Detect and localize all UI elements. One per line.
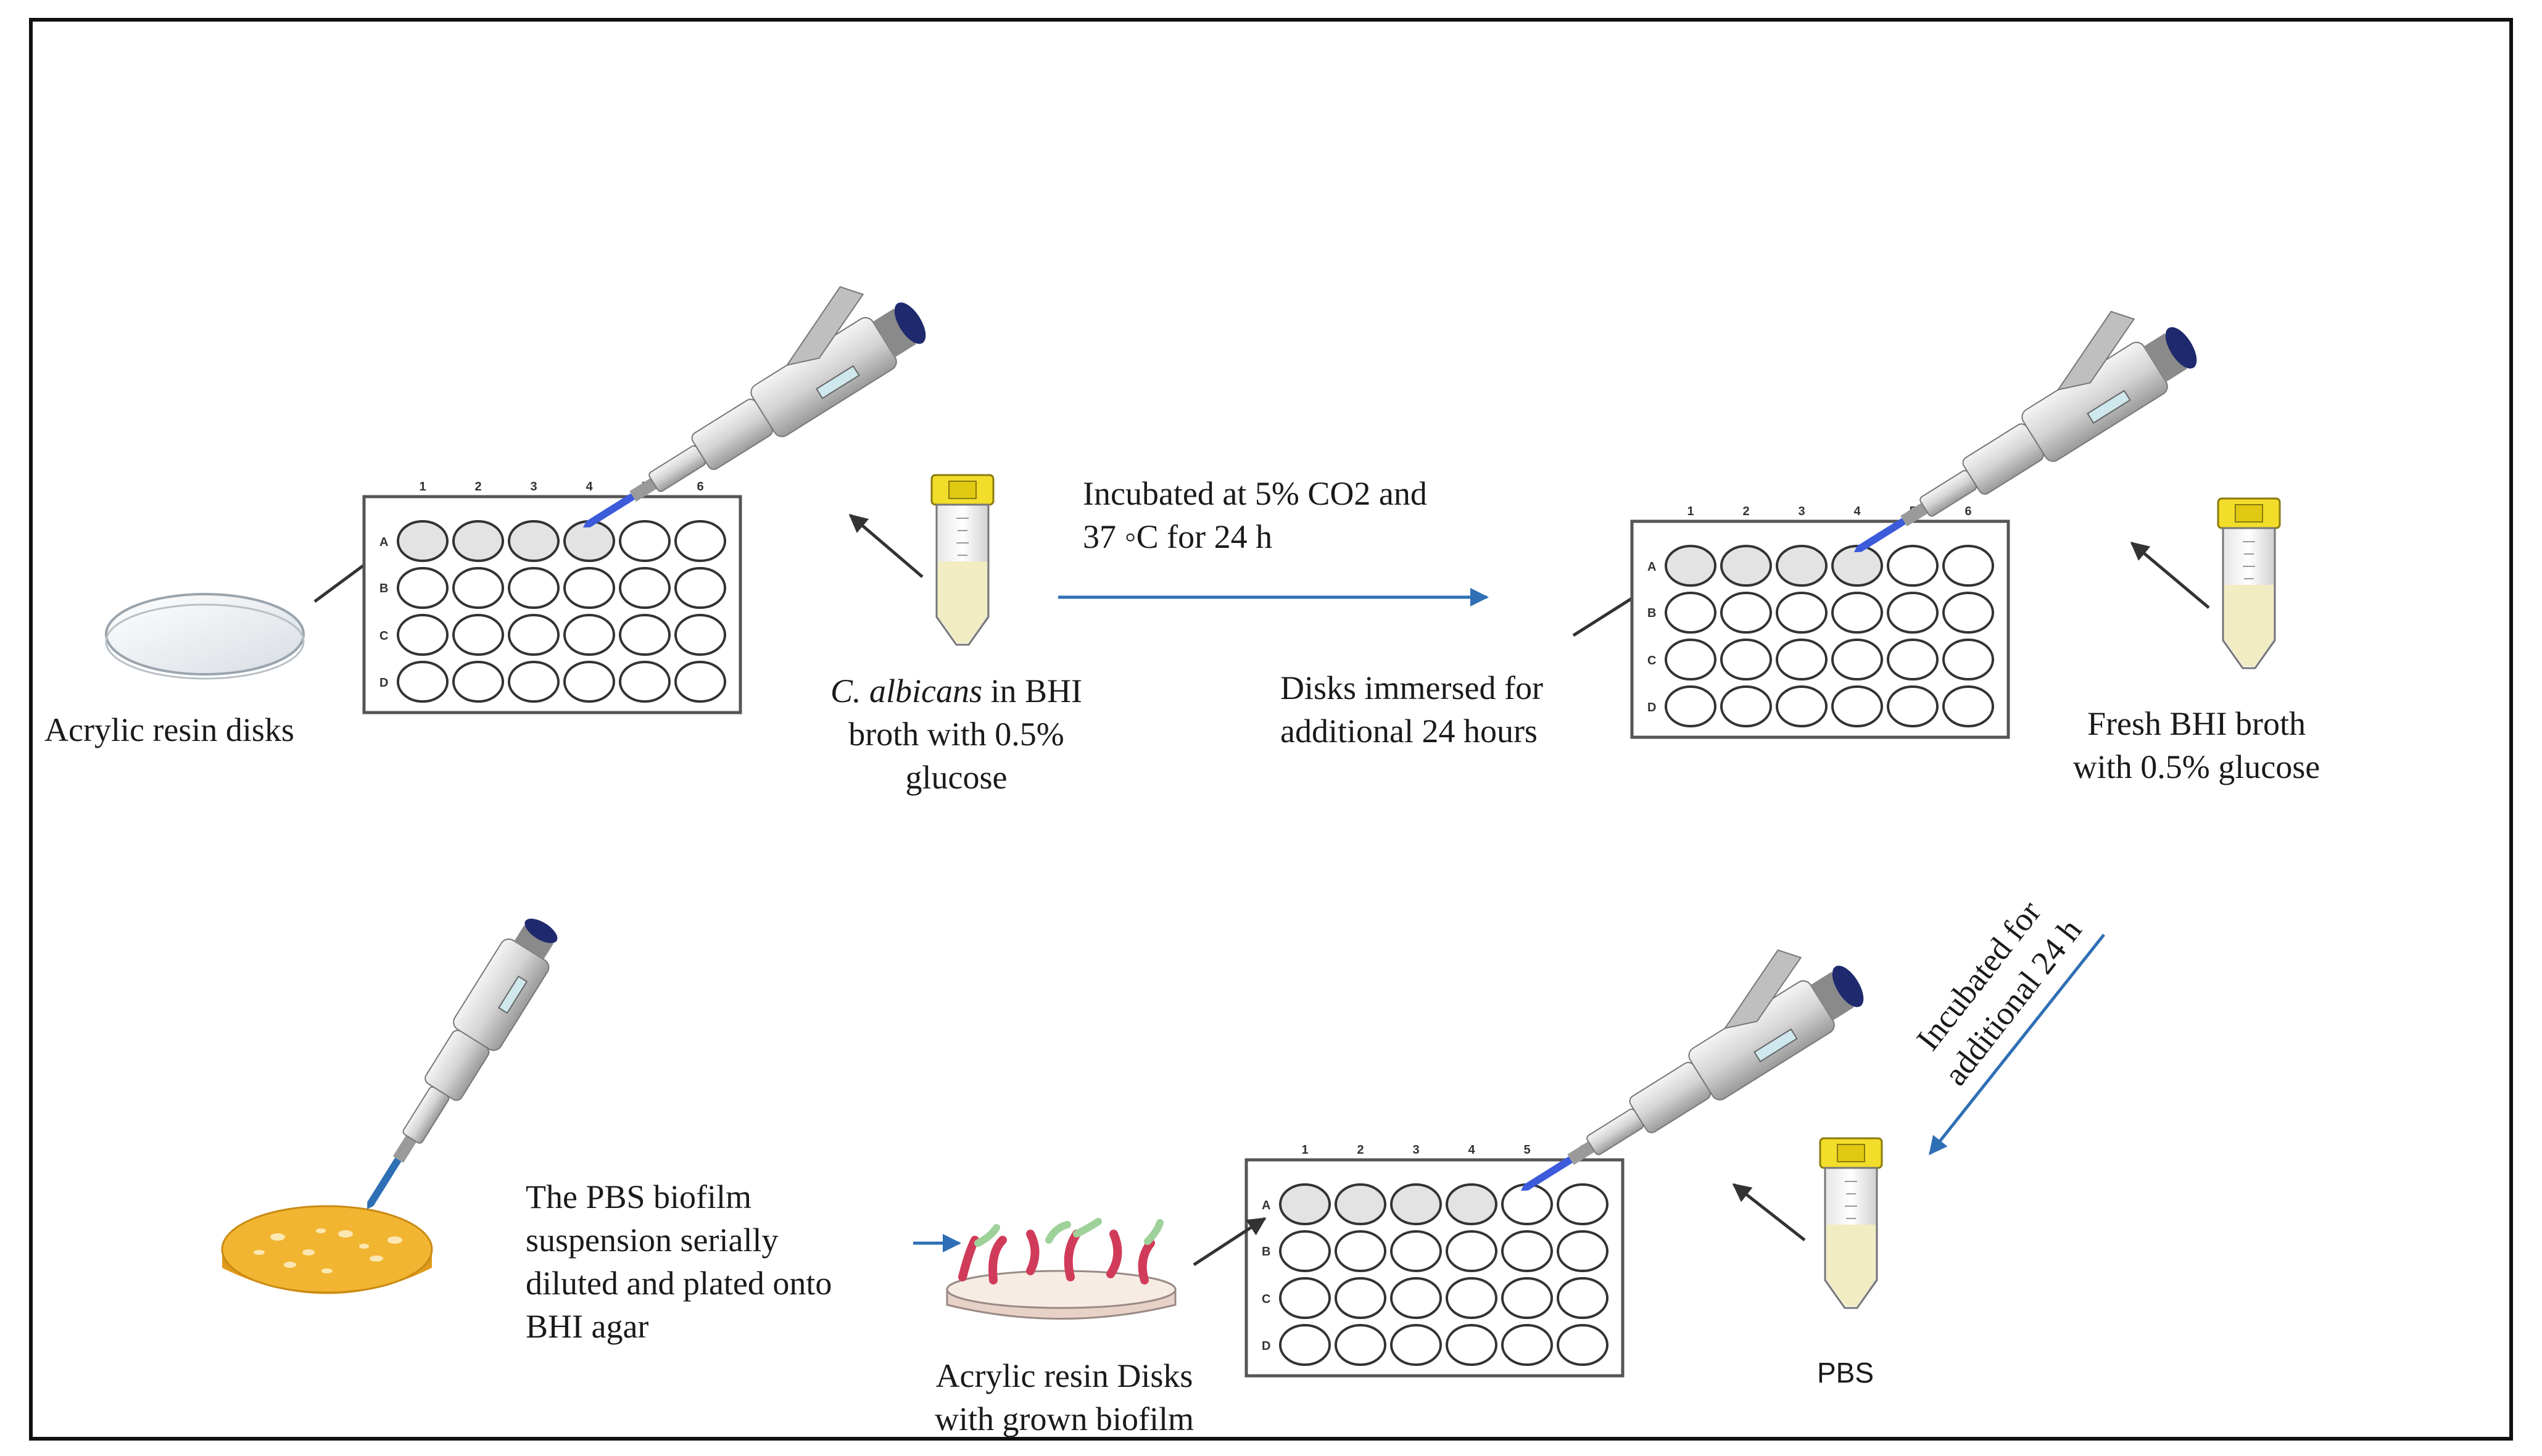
pbs-tube bbox=[1819, 1137, 1883, 1309]
arrow-tube1-to-plate bbox=[848, 514, 924, 578]
label-plating-line3: diluted and plated onto bbox=[526, 1265, 832, 1302]
well-plate-2 bbox=[1632, 505, 2008, 737]
well-plate-1 bbox=[364, 480, 740, 713]
acrylic-resin-disk bbox=[105, 593, 305, 680]
label-incubation-1-line1: Incubated at 5% CO2 and bbox=[1083, 475, 1427, 512]
label-pbs: PBS bbox=[1817, 1357, 1874, 1389]
label-plating: The PBS biofilm suspension serially dilu… bbox=[526, 1175, 832, 1348]
label-biofilm-disks-line2: with grown biofilm bbox=[935, 1400, 1194, 1437]
label-incubation-1-line2: 37 ◦C for 24 h bbox=[1083, 518, 1273, 555]
arrow-biofilm-to-plate bbox=[1193, 1217, 1267, 1267]
label-fresh-broth: Fresh BHI broth with 0.5% glucose bbox=[2024, 702, 2369, 788]
label-inoculum-species: C. albicans bbox=[830, 672, 982, 709]
label-inoculum-line3: glucose bbox=[905, 759, 1008, 796]
label-disks-immersed-line2: additional 24 hours bbox=[1280, 713, 1538, 750]
well-plate-3 bbox=[1246, 1143, 1623, 1376]
arrow-pbs-to-plate bbox=[1732, 1183, 1806, 1241]
label-biofilm-disks: Acrylic resin Disks with grown biofilm bbox=[895, 1354, 1234, 1441]
label-inoculum: C. albicans in BHI broth with 0.5% gluco… bbox=[796, 669, 1117, 799]
agar-plate bbox=[221, 1205, 433, 1294]
label-disks-immersed: Disks immersed for additional 24 hours bbox=[1280, 666, 1543, 753]
label-incubation-1: Incubated at 5% CO2 and 37 ◦C for 24 h bbox=[1083, 472, 1427, 558]
label-fresh-broth-line1: Fresh BHI broth bbox=[2087, 705, 2306, 742]
label-plating-line4: BHI agar bbox=[526, 1308, 649, 1345]
biofilm-cells bbox=[958, 1218, 1164, 1284]
label-plating-line1: The PBS biofilm bbox=[526, 1178, 752, 1215]
arrow-incubation-2 bbox=[1929, 933, 2105, 1156]
label-inoculum-medium: in BHI bbox=[982, 672, 1083, 709]
label-acrylic-resin-disks: Acrylic resin disks bbox=[44, 711, 294, 748]
label-inoculum-line2: broth with 0.5% bbox=[848, 716, 1064, 753]
biofilm-disk bbox=[946, 1218, 1177, 1320]
pipette-4 bbox=[367, 918, 558, 1209]
label-biofilm-disks-line1: Acrylic resin Disks bbox=[935, 1357, 1193, 1394]
broth-tube-2 bbox=[2217, 497, 2281, 669]
broth-tube-1 bbox=[930, 474, 995, 646]
arrow-tube2-to-plate bbox=[2130, 542, 2210, 609]
label-plating-line2: suspension serially bbox=[526, 1222, 779, 1259]
label-disks-immersed-line1: Disks immersed for bbox=[1280, 669, 1543, 706]
label-fresh-broth-line2: with 0.5% glucose bbox=[2072, 748, 2321, 785]
